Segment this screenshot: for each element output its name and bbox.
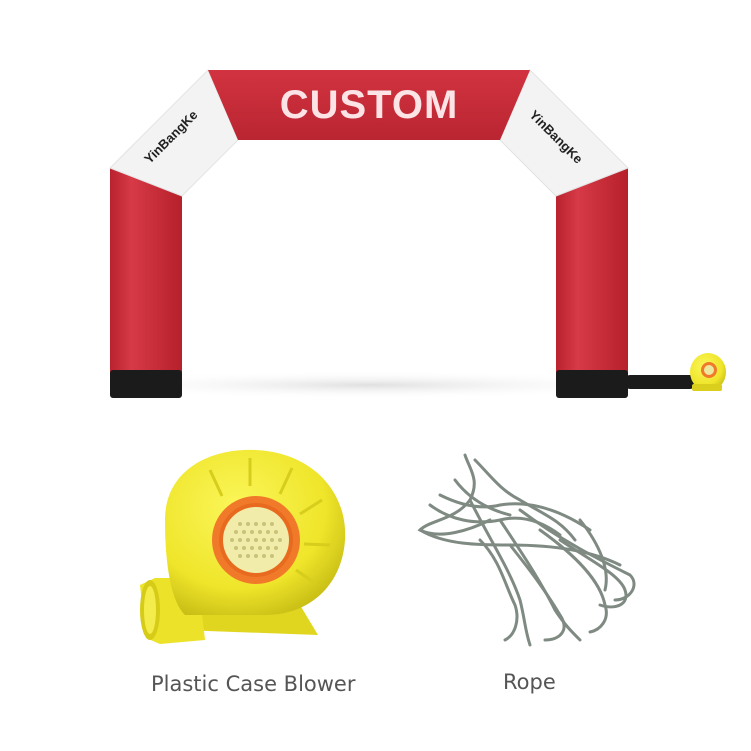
arch-left-leg <box>110 168 182 373</box>
blower-caption: Plastic Case Blower <box>151 672 356 696</box>
arch-right-base <box>556 370 628 398</box>
ground-shadow <box>70 371 670 399</box>
rope-caption: Rope <box>503 670 556 694</box>
plastic-case-blower <box>140 449 346 644</box>
arch-left-base <box>110 370 182 398</box>
small-blower <box>690 353 726 391</box>
air-tube <box>626 375 694 389</box>
rope-bundle <box>417 453 636 647</box>
arch-right-leg <box>556 168 628 373</box>
intake-grille <box>230 522 282 558</box>
arch-banner-text: CUSTOM <box>280 83 459 127</box>
inflatable-arch: CUSTOM YinBangKe YinBangKe <box>109 69 726 398</box>
arch-top-banner <box>208 70 530 140</box>
